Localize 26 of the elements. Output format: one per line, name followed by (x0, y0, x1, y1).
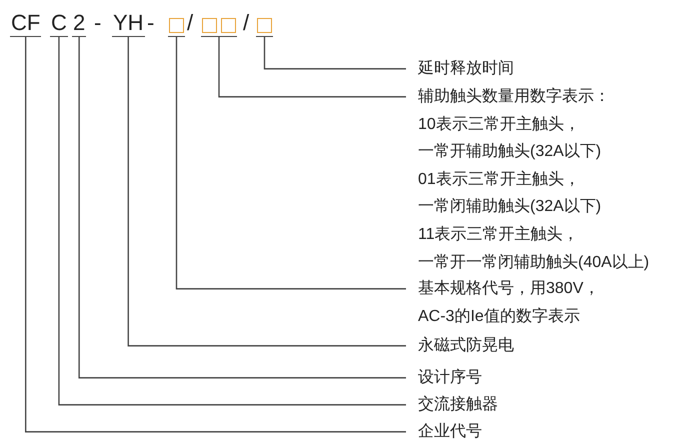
separator-mark: / (243, 10, 250, 36)
explanation-text: 一常开辅助触头(32A以下) (418, 142, 602, 162)
leader-line (264, 37, 406, 70)
explanation-text: 01表示三常开主触头， (418, 170, 581, 190)
explanation-text: 延时释放时间 (418, 58, 514, 79)
explanation-text: 企业代号 (418, 422, 482, 442)
explanation-text: AC-3的Ie值的数字表示 (418, 306, 581, 327)
separator-mark: - (94, 10, 102, 36)
explanation-text: 10表示三常开主触头， (418, 114, 581, 135)
model-code-part: YH (112, 10, 145, 37)
model-code-part: CF (10, 10, 42, 37)
separator-mark: - (147, 10, 154, 36)
explanation-text: 一常开一常闭辅助触头(40A以上) (418, 252, 650, 273)
leader-line (176, 37, 406, 290)
explanation-text: 基本规格代号，用380V， (418, 278, 600, 299)
explanation-text: 交流接触器 (418, 394, 498, 415)
explanation-text: 永磁式防晃电 (418, 336, 514, 356)
leader-line (128, 37, 406, 346)
model-code-part: C (50, 10, 68, 37)
explanation-text: 11表示三常开主触头， (418, 224, 580, 245)
explanation-text: 设计序号 (418, 368, 482, 388)
explanation-text: 辅助触头数量用数字表示： (418, 86, 611, 107)
separator-mark: / (187, 10, 194, 36)
explanation-text: 一常闭辅助触头(32A以下) (418, 196, 602, 218)
leader-line (218, 37, 406, 98)
model-code-part: 2 (72, 10, 86, 37)
